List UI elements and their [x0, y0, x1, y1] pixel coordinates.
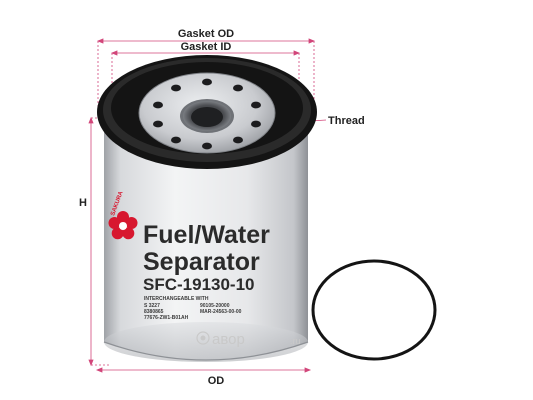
brand-logo — [108, 211, 138, 240]
plate-holes — [153, 78, 261, 150]
o-ring — [311, 259, 437, 361]
gasket-id-label: Gasket ID — [181, 41, 232, 53]
product-title-line1: Fuel/Water — [143, 221, 270, 249]
interchange-heading: INTERCHANGEABLE WITH — [144, 296, 209, 302]
height-label: H — [79, 197, 87, 209]
interchange-left-2: 77676-ZW1-B01AH — [144, 315, 189, 321]
interchange-left-0: S 3227 — [144, 303, 160, 309]
watermark-text: авор — [212, 331, 245, 348]
thread-hole — [180, 99, 234, 133]
thread-label: Thread — [328, 115, 365, 127]
interchange-right-0: 90105-20000 — [200, 303, 230, 309]
part-number: SFC-19130-10 — [143, 275, 255, 294]
interchange-right-1: MAR-24563-00-00 — [200, 309, 242, 315]
watermark: авор .ru — [196, 331, 301, 348]
watermark-suffix: .ru — [290, 336, 301, 346]
od-label: OD — [208, 375, 225, 387]
filter-can — [103, 120, 309, 362]
gasket-od-label: Gasket OD — [178, 28, 234, 40]
interchange-left-1: 8380865 — [144, 309, 164, 315]
product-title-line2: Separator — [143, 248, 260, 276]
